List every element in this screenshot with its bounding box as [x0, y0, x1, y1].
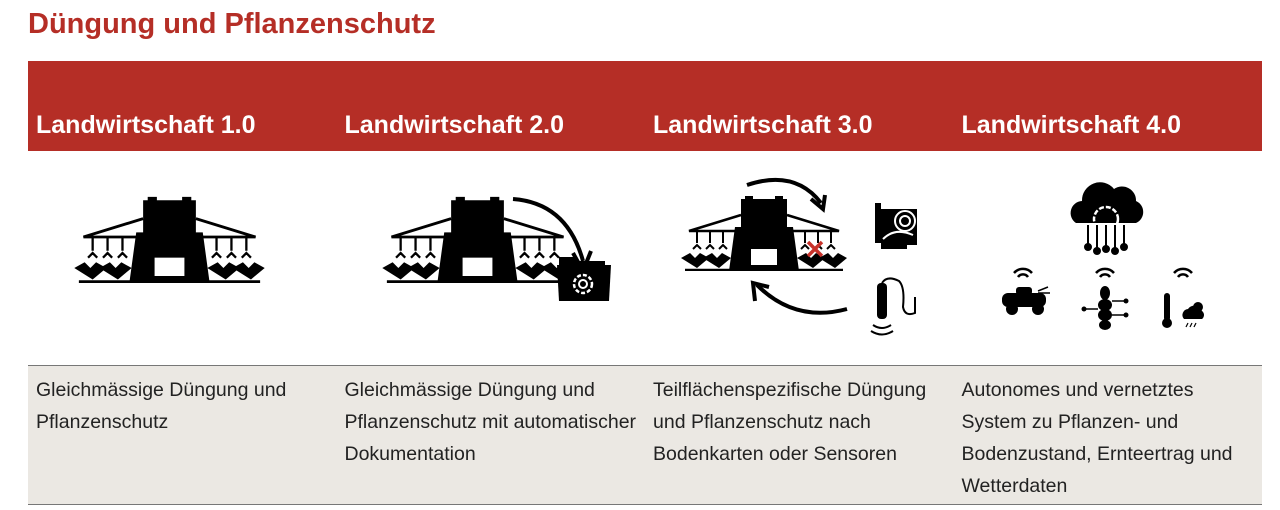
cross-mark-icon: [806, 240, 824, 258]
column-description: Gleichmässige Düngung und Pflanzenschutz: [36, 379, 287, 433]
icon-cell: [337, 151, 646, 365]
column-heading: Landwirtschaft 2.0: [344, 111, 565, 139]
column-heading: Landwirtschaft 4.0: [961, 111, 1182, 139]
column-description: Autonomes und vernetztes System zu Pflan…: [961, 379, 1233, 497]
column-heading: Landwirtschaft 3.0: [653, 111, 873, 139]
page-title: Düngung und Pflanzenschutz: [28, 8, 436, 40]
sprayer-icon: [72, 191, 267, 283]
icon-cell: [28, 151, 337, 365]
autonomous-robot-icon: [1001, 267, 1050, 315]
cycle-arrows-icon: [746, 177, 848, 315]
column-description: Teilflächenspezifische Düngung und Pflan…: [653, 379, 927, 465]
soil-map-icon: [875, 203, 917, 249]
table-header-row: Landwirtschaft 1.0 Landwirtschaft 2.0 La…: [28, 61, 1262, 151]
description-row: Gleichmässige Düngung und Pflanzenschutz…: [28, 366, 1262, 505]
cloud-gear-icon: [1070, 182, 1143, 255]
weather-sensor-icon: [1161, 267, 1204, 328]
folder-gear-icon: [556, 257, 611, 301]
sensor-icon: [870, 277, 916, 336]
icon-row: [28, 151, 1262, 366]
connected-plant-icon: [1081, 267, 1128, 330]
comparison-table: Landwirtschaft 1.0 Landwirtschaft 2.0 La…: [28, 61, 1262, 505]
icon-cell: [645, 151, 954, 365]
icon-cell: [954, 151, 1263, 365]
column-description: Gleichmässige Düngung und Pflanzenschutz…: [344, 379, 637, 465]
column-heading: Landwirtschaft 1.0: [36, 111, 256, 139]
